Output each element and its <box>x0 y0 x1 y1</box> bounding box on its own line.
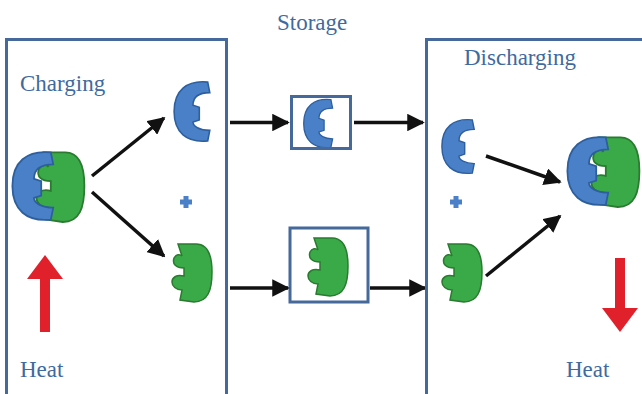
part-blue <box>442 120 474 174</box>
heat-arrow-down <box>602 258 638 332</box>
storage-box: Storage <box>290 95 352 150</box>
merge-arrow <box>486 216 560 276</box>
flow-arrow <box>354 121 423 125</box>
heat-label: Heat <box>20 357 63 382</box>
flow-arrow <box>370 286 425 290</box>
split-arrow <box>92 192 164 256</box>
molecule-combined <box>12 152 84 222</box>
panel-heading: Discharging <box>464 45 576 70</box>
storage-box <box>290 228 368 302</box>
molecule-combined <box>567 137 639 207</box>
heat-arrow-up <box>27 255 63 332</box>
heat-label: Heat <box>566 357 609 382</box>
plus-sign <box>180 196 192 208</box>
part-blue <box>304 99 333 147</box>
plus-sign <box>450 196 462 208</box>
panel-heading: Charging <box>20 71 105 96</box>
part-blue <box>174 82 210 141</box>
storage-heading: Storage <box>277 10 347 35</box>
split-arrow <box>92 118 164 176</box>
part-green <box>308 238 348 296</box>
merge-arrow <box>486 156 560 182</box>
flow-arrow <box>230 121 288 125</box>
flow-arrow <box>230 286 288 290</box>
part-green <box>442 244 482 302</box>
stage-panel: ChargingHeat <box>5 38 228 394</box>
stage-panel: DischargingHeat <box>425 38 642 394</box>
part-green <box>172 244 212 302</box>
